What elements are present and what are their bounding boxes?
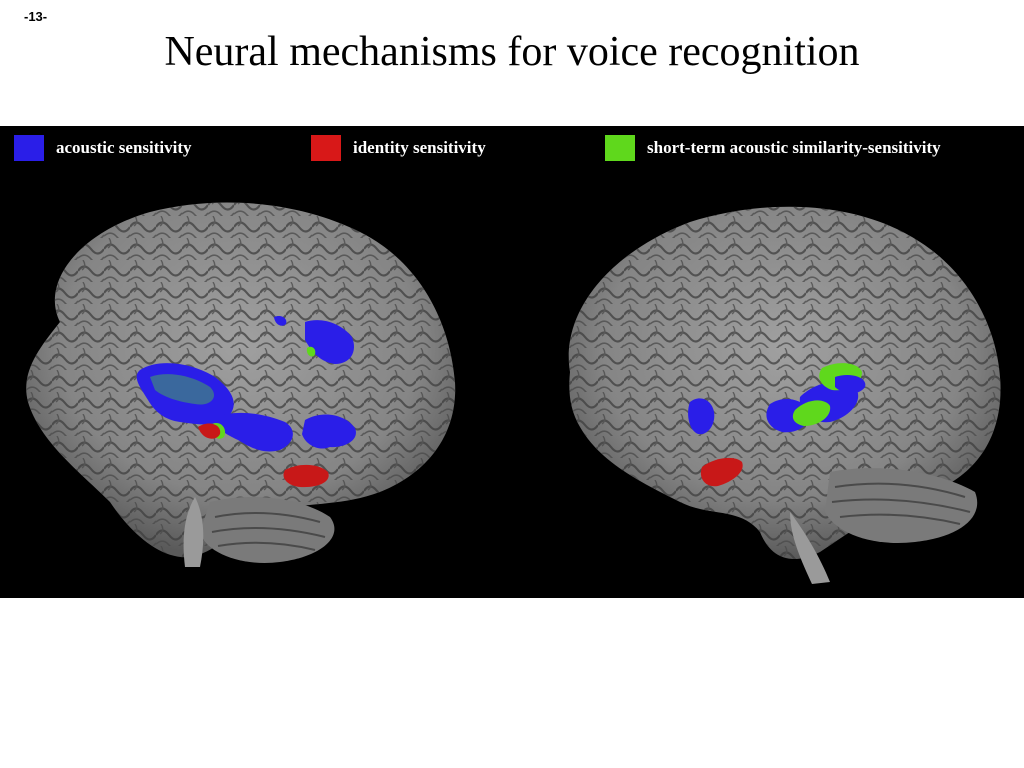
legend-swatch-blue	[14, 135, 44, 161]
brain-figure: acoustic sensitivity identity sensitivit…	[0, 126, 1024, 598]
slide-title: Neural mechanisms for voice recognition	[164, 29, 860, 75]
legend-swatch-green	[605, 135, 635, 161]
legend-item-identity: identity sensitivity	[311, 134, 486, 162]
legend-label-acoustic: acoustic sensitivity	[56, 138, 192, 157]
legend: acoustic sensitivity identity sensitivit…	[0, 126, 1024, 172]
legend-item-similarity: short-term acoustic similarity-sensitivi…	[605, 134, 941, 162]
left-activations	[136, 315, 356, 488]
legend-item-acoustic: acoustic sensitivity	[14, 134, 192, 162]
brain-images	[26, 202, 1001, 584]
page-number: -13-	[24, 9, 48, 24]
right-brain	[568, 206, 1001, 584]
left-brain	[26, 202, 456, 567]
right-activations	[688, 363, 866, 487]
legend-label-similarity: short-term acoustic similarity-sensitivi…	[647, 138, 941, 157]
legend-swatch-red	[311, 135, 341, 161]
legend-label-identity: identity sensitivity	[353, 138, 486, 157]
